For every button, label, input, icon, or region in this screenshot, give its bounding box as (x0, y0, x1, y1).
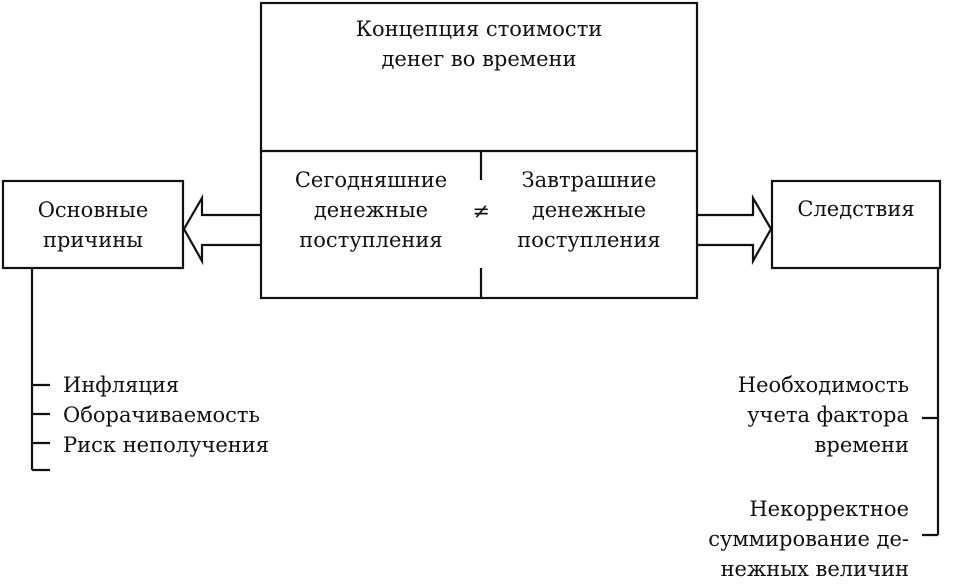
consequences-bracket (922, 268, 940, 537)
cause-item: Риск неполучения (63, 433, 270, 457)
concept-line: Концепция стоимости (355, 17, 603, 41)
consequences-title: Следствия (797, 197, 915, 221)
causes-line: Основные (37, 198, 149, 222)
tomorrow-line: денежные (531, 198, 647, 222)
today-line: денежные (313, 198, 429, 222)
consequence-line: суммирование де- (708, 527, 909, 551)
causes-list: Инфляция Оборачиваемость Риск неполучени… (63, 370, 269, 460)
consequence-item-2: Некорректное суммирование де- нежных вел… (708, 494, 909, 584)
not-equal-sign: ≠ (472, 199, 490, 223)
causes-box (1, 179, 185, 270)
tomorrow-line: Завтрашние (521, 168, 657, 192)
consequence-line: нежных величин (720, 557, 909, 581)
tomorrow-cashflows: Завтрашние денежные поступления (481, 165, 697, 255)
consequence-line: Необходимость (737, 373, 909, 397)
consequence-line: учета фактора (747, 403, 909, 427)
today-line: поступления (299, 228, 443, 252)
causes-bracket (30, 268, 50, 472)
today-cashflows: Сегодняшние денежные поступления (261, 165, 481, 255)
today-line: Сегодняшние (294, 168, 448, 192)
cause-item: Инфляция (63, 373, 180, 397)
concept-title: Концепция стоимости денег во времени (261, 14, 697, 74)
consequence-line: времени (814, 433, 909, 457)
tomorrow-line: поступления (517, 228, 661, 252)
consequence-line: Некорректное (749, 497, 909, 521)
causes-title: Основные причины (3, 195, 183, 255)
left-arrow (182, 193, 261, 266)
right-arrow (697, 193, 773, 266)
cause-item: Оборачиваемость (63, 403, 260, 427)
consequences-box (770, 179, 942, 270)
consequence-item-1: Необходимость учета фактора времени (738, 370, 909, 460)
causes-line: причины (42, 228, 144, 252)
concept-line: денег во времени (381, 47, 577, 71)
